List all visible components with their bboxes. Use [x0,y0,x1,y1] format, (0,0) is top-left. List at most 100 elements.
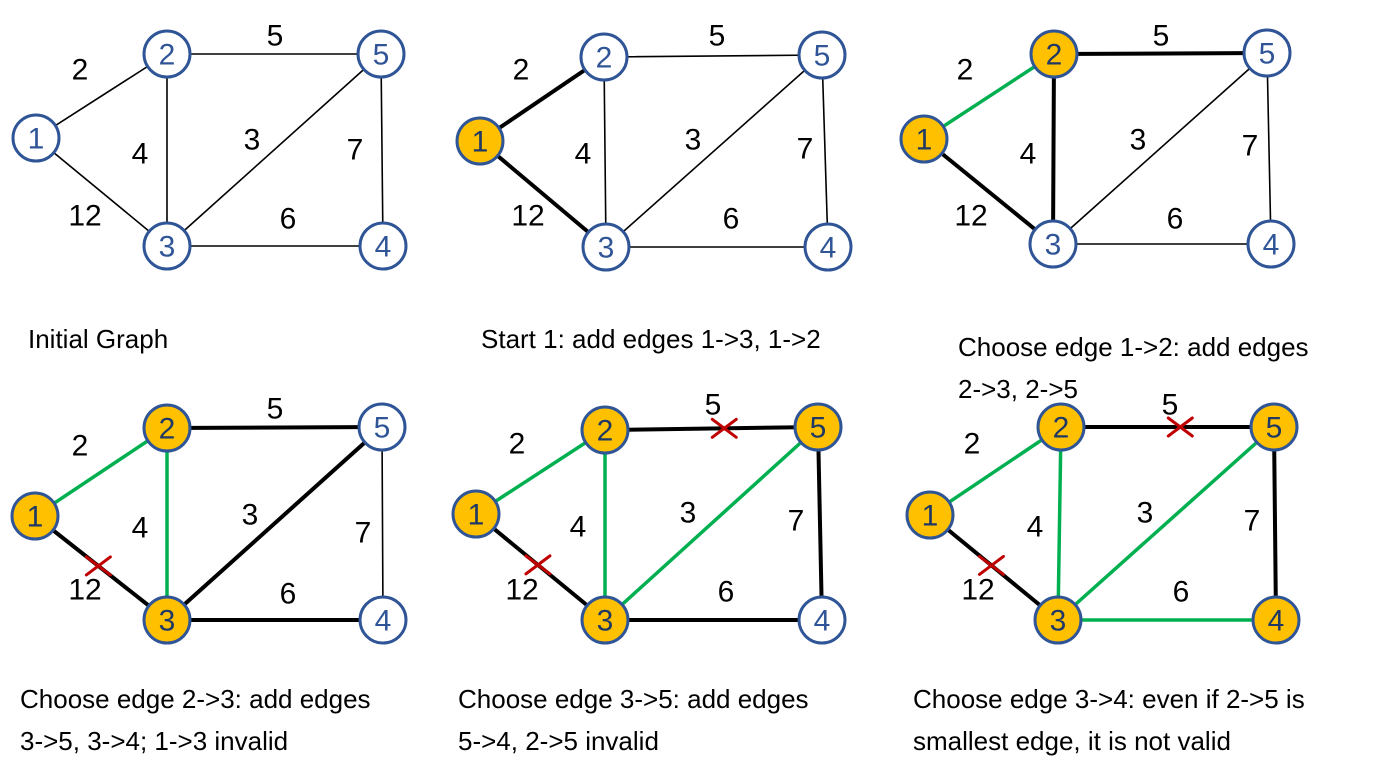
caption-line: 5->4, 2->5 invalid [458,726,659,756]
edge-weight-2-3: 4 [1027,511,1044,544]
node-2: 2 [142,29,192,79]
caption-line: Start 1: add edges 1->3, 1->2 [481,324,821,354]
edge-5-4 [816,425,824,622]
edge-1-2 [928,425,1063,517]
invalid-cross-1-3 [524,554,552,576]
node-4: 4 [358,595,408,645]
edge-weight-1-3: 12 [511,200,544,233]
node-2: 2 [1029,29,1079,79]
edge-3-5 [165,425,384,622]
caption-panel-3: Choose edge 1->2: add edges 2->3, 2->5 [958,326,1309,410]
node-label: 3 [598,232,615,265]
invalid-marks [977,416,1194,576]
node-1: 1 [905,490,955,540]
node-label: 2 [159,413,176,446]
edge-weight-2-5: 5 [709,20,726,53]
node-label: 5 [1266,412,1283,445]
invalid-cross-2-5 [1166,416,1194,438]
edge-weight-2-3: 4 [575,138,592,171]
node-label: 2 [159,39,176,72]
invalid-cross-1-3 [84,555,112,577]
edge-1-2 [33,426,169,518]
node-3: 3 [580,595,630,645]
edge-2-3 [1056,425,1063,622]
edge-weight-2-5: 5 [267,20,284,53]
edge-3-5 [1056,425,1276,622]
edge-2-5 [603,425,820,432]
node-label: 3 [1045,229,1062,262]
node-2: 2 [142,403,192,453]
edge-weight-1-2: 2 [513,54,530,87]
caption-line: Choose edge 1->2: add edges [958,332,1309,362]
node-circle [358,595,408,645]
edge-1-3 [922,137,1055,246]
node-5: 5 [1242,28,1292,78]
node-4: 4 [803,222,853,272]
edge-weight-1-3: 12 [954,200,987,233]
edge-weight-3-5: 3 [1130,124,1147,157]
node-label: 2 [1046,39,1063,72]
edges [478,54,829,249]
node-circle [142,595,192,645]
caption-line: Initial Graph [28,324,169,354]
edge-weight-3-4: 6 [723,203,740,236]
edge-weight-5-4: 7 [355,517,372,550]
node-2: 2 [579,32,629,82]
node-1: 1 [11,113,61,163]
node-5: 5 [356,29,406,79]
node-3: 3 [142,595,192,645]
node-circle [899,114,949,164]
edge-weight-3-4: 6 [1167,203,1184,236]
edge-weight-1-2: 2 [957,54,974,87]
node-label: 4 [820,232,837,265]
node-1: 1 [451,489,501,539]
edge-5-4 [1266,52,1272,245]
edge-weight-1-2: 2 [72,430,89,463]
edge-weight-5-4: 7 [347,134,364,167]
node-label: 3 [1050,605,1067,638]
caption-line: 2->3, 2->5 [958,374,1078,404]
node-label: 4 [375,231,392,264]
edge-1-2 [478,55,606,143]
edge-2-3 [1051,52,1056,246]
node-label: 2 [597,415,614,448]
caption-line: Choose edge 3->4: even if 2->5 is [913,684,1305,714]
edge-weight-3-4: 6 [718,576,735,609]
edge-1-2 [474,428,607,516]
edge-5-4 [821,54,829,248]
edge-weight-2-5: 5 [267,393,284,426]
edge-weight-1-3: 12 [505,574,538,607]
node-circle [10,491,60,541]
node-4: 4 [358,221,408,271]
edge-weight-5-4: 7 [797,133,814,166]
node-circle [1242,28,1292,78]
edges [922,51,1272,246]
caption-panel-1: Initial Graph [28,318,168,360]
edge-3-5 [166,53,382,247]
node-label: 4 [1263,229,1280,262]
node-label: 4 [814,605,831,638]
nodes: 12 3 4 5 [899,28,1296,269]
node-2: 2 [580,405,630,455]
node-label: 3 [159,231,176,264]
node-circle [580,405,630,455]
invalid-cross-1-3 [977,554,1005,576]
node-circle [580,595,630,645]
node-4: 4 [1246,219,1296,269]
node-3: 3 [142,221,192,271]
caption-line: 3->5, 3->4; 1->3 invalid [20,726,289,756]
node-circle [793,402,843,452]
node-1: 1 [10,491,60,541]
edge-weight-3-4: 6 [280,203,297,236]
